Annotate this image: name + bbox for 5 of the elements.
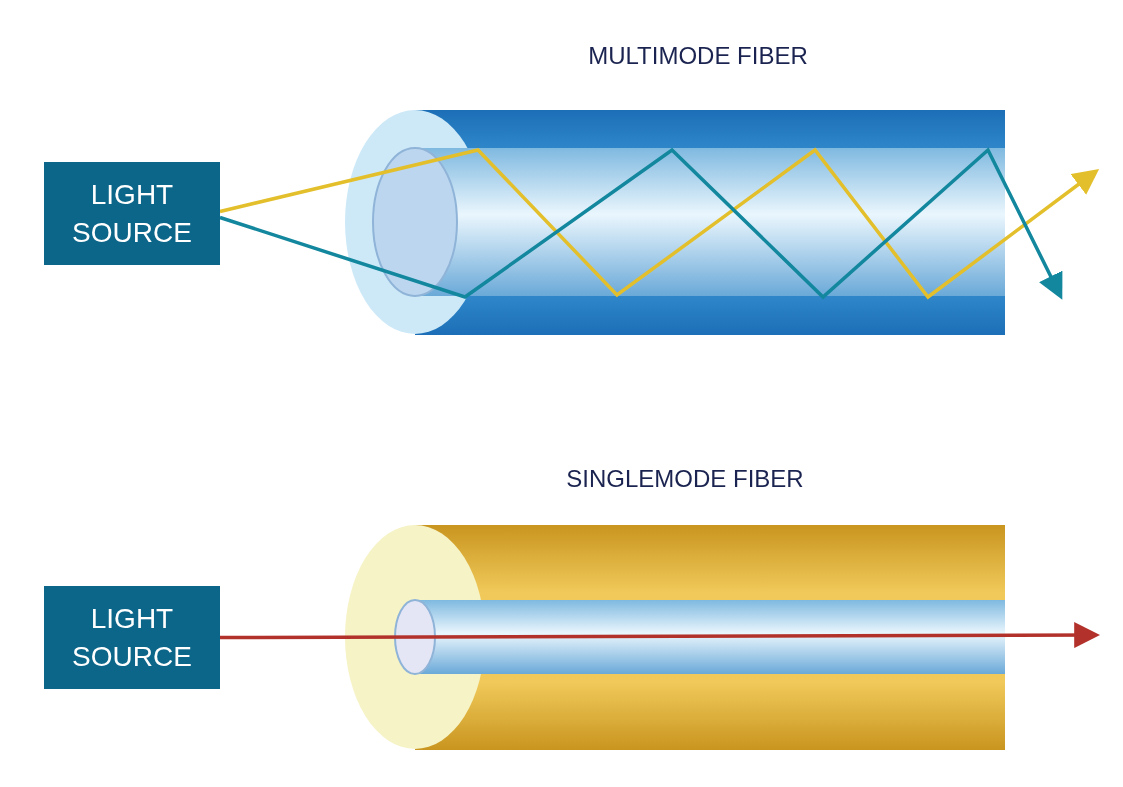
light-ray-arrow bbox=[220, 622, 1101, 649]
light-source-box: LIGHT SOURCE bbox=[44, 586, 220, 689]
fiber-title: SINGLEMODE FIBER bbox=[565, 464, 805, 494]
light-source-box: LIGHT SOURCE bbox=[44, 162, 220, 265]
fiber-title: MULTIMODE FIBER bbox=[587, 41, 809, 71]
